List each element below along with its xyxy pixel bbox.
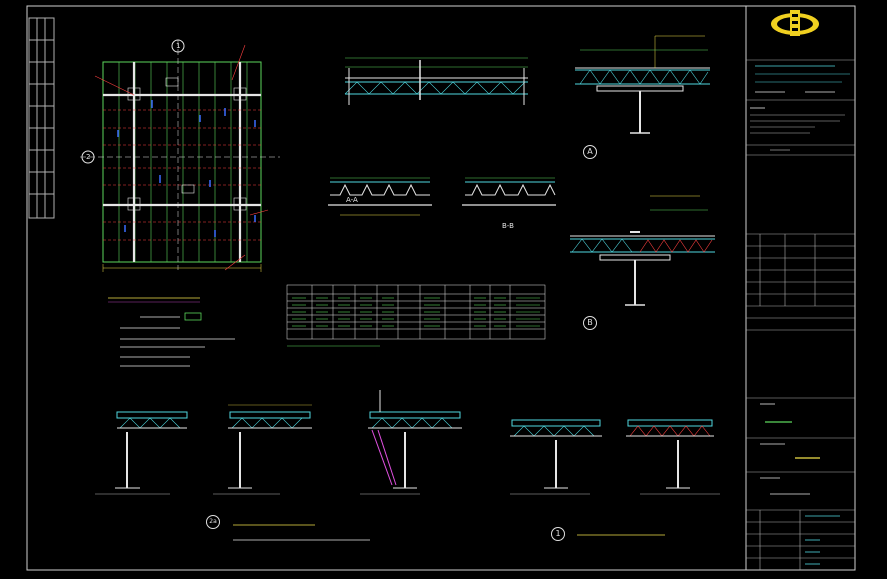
- detail-b-mark: B: [583, 316, 597, 330]
- grid-mark-1: 1: [176, 42, 181, 50]
- bottom-details: [95, 390, 720, 495]
- spec-table-cells: [292, 297, 540, 327]
- notes-block: [108, 297, 235, 367]
- detail-1-mark: 1: [551, 527, 565, 541]
- grid-mark-2: 2: [86, 153, 91, 161]
- bottom-note-lines: [233, 524, 665, 541]
- detail-2a-mark: 2a: [206, 515, 220, 529]
- sheet-border: [26, 5, 856, 571]
- logo-emblem-icon: [771, 10, 819, 36]
- section-bb-drawing: [462, 177, 556, 206]
- grid-bubble-2: [81, 150, 95, 164]
- section-bb-label: B-B: [502, 222, 514, 230]
- detail-a-mark: A: [583, 145, 597, 159]
- detail-b-drawing: [570, 195, 715, 306]
- deck-elevation: [344, 57, 528, 105]
- title-block: [746, 59, 855, 570]
- floor-plan: [80, 40, 280, 272]
- title-block-text-lines: [750, 65, 850, 565]
- detail-a-drawing: [575, 35, 710, 134]
- section-aa-drawing: [328, 177, 432, 216]
- grid-bubble-1: [171, 39, 185, 53]
- section-aa-label: A-A: [346, 196, 358, 204]
- revision-strip: [28, 17, 55, 219]
- spec-table: [286, 284, 546, 340]
